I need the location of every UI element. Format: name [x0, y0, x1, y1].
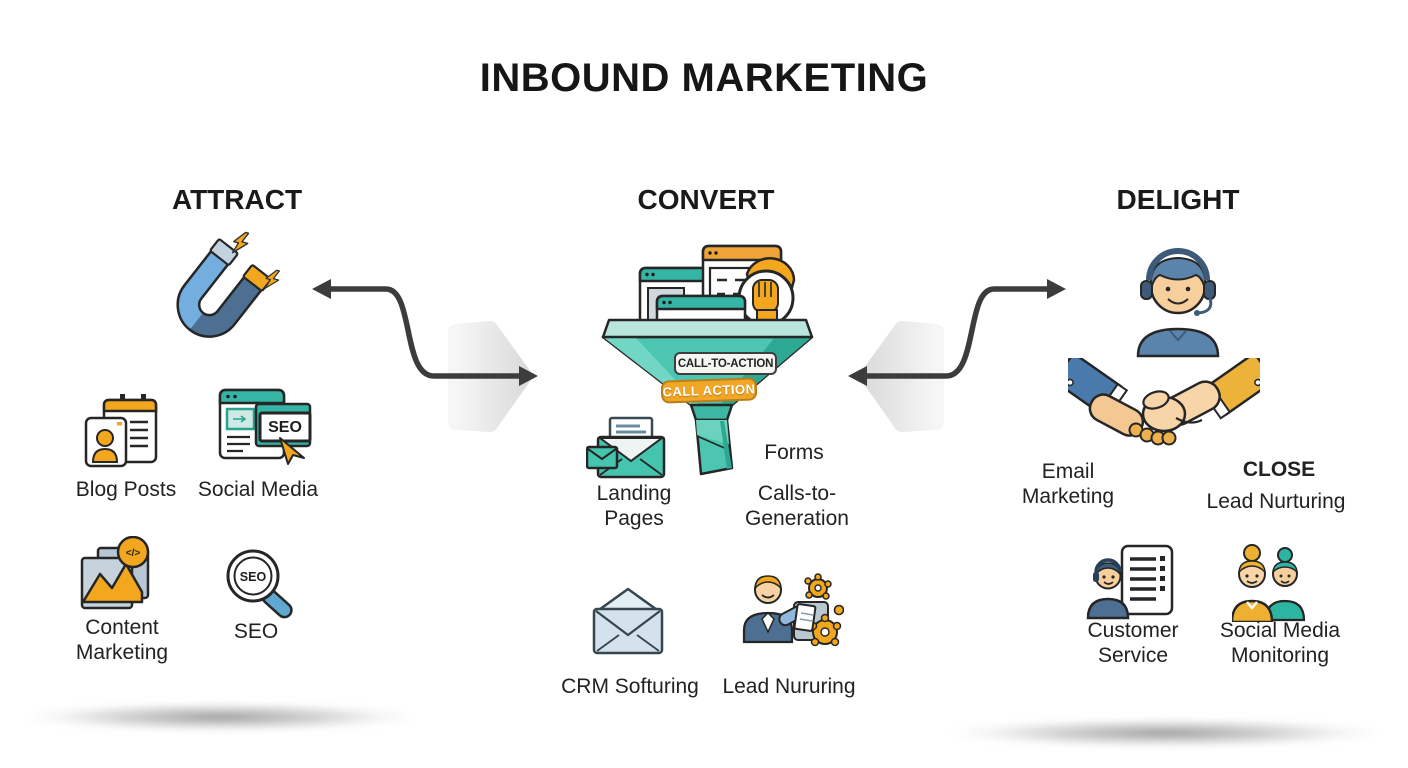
ground-shadow-left: [25, 702, 415, 732]
flow-arrow-convert-delight: [848, 279, 1066, 386]
code-badge-text: </>: [126, 548, 141, 559]
label-lead-nururing: Lead Nururing: [722, 675, 856, 698]
label-calls-to-generation: Calls-to-Generation: [745, 482, 849, 531]
page-title: INBOUND MARKETING: [479, 56, 929, 100]
magnet-icon: [176, 231, 281, 338]
label-forms: Forms: [764, 441, 824, 464]
section-heading-convert: CONVERT: [637, 184, 775, 215]
documents-person-icon: [84, 394, 158, 468]
label-landing-pages: Landing Pages: [596, 482, 672, 531]
arrowhead-right-icon: [1047, 279, 1066, 299]
agent-checklist-icon: [1086, 544, 1174, 620]
handshake-icon: [1068, 358, 1260, 446]
lightning-bolt-icon: [264, 269, 281, 290]
seo-magnifier-text: SEO: [240, 570, 267, 584]
two-people-icon: [1232, 544, 1306, 622]
support-agent-headset-icon: [1136, 248, 1220, 358]
envelope-icon: [592, 587, 664, 655]
label-seo: SEO: [233, 620, 279, 643]
label-close: CLOSE: [1242, 458, 1316, 481]
gear-icon: [808, 613, 842, 647]
person-teal: [1264, 547, 1306, 622]
label-social-media: Social Media: [197, 478, 319, 501]
label-social-media-monitoring: Social Media Monitoring: [1219, 619, 1341, 668]
arrowhead-left-icon: [848, 366, 867, 386]
person-with-gears-icon: [742, 573, 844, 647]
gear-icon: [833, 604, 844, 616]
image-chart-code-icon: </>: [80, 536, 150, 610]
person-yellow: [1232, 544, 1274, 622]
ground-shadow-right: [950, 718, 1380, 748]
label-lead-nurturing: Lead Nurturing: [1206, 490, 1346, 513]
label-content-marketing: Content Marketing: [75, 616, 169, 665]
browser-seo-card-icon: SEO: [218, 388, 312, 465]
gear-icon: [804, 573, 832, 600]
label-customer-service: Customer Service: [1087, 619, 1179, 668]
arrowhead-right-icon: [519, 366, 538, 386]
label-blog-posts: Blog Posts: [75, 478, 177, 501]
envelope-letter-icon: [586, 416, 666, 479]
arrowhead-left-icon: [312, 279, 331, 299]
label-email-marketing: Email Marketing: [1021, 460, 1115, 509]
seo-card-text: SEO: [268, 419, 302, 436]
flow-arrow-attract-convert: [312, 279, 538, 386]
section-heading-delight: DELIGHT: [1116, 184, 1240, 215]
section-heading-attract: ATTRACT: [171, 184, 303, 215]
cta-banner: CALL-TO-ACTION: [674, 352, 777, 375]
call-action-banner: CALL ACTION: [660, 377, 758, 404]
label-crm-softuring: CRM Softuring: [561, 675, 699, 698]
lightning-bolt-icon: [231, 231, 250, 254]
magnifier-seo-icon: SEO: [226, 549, 293, 619]
